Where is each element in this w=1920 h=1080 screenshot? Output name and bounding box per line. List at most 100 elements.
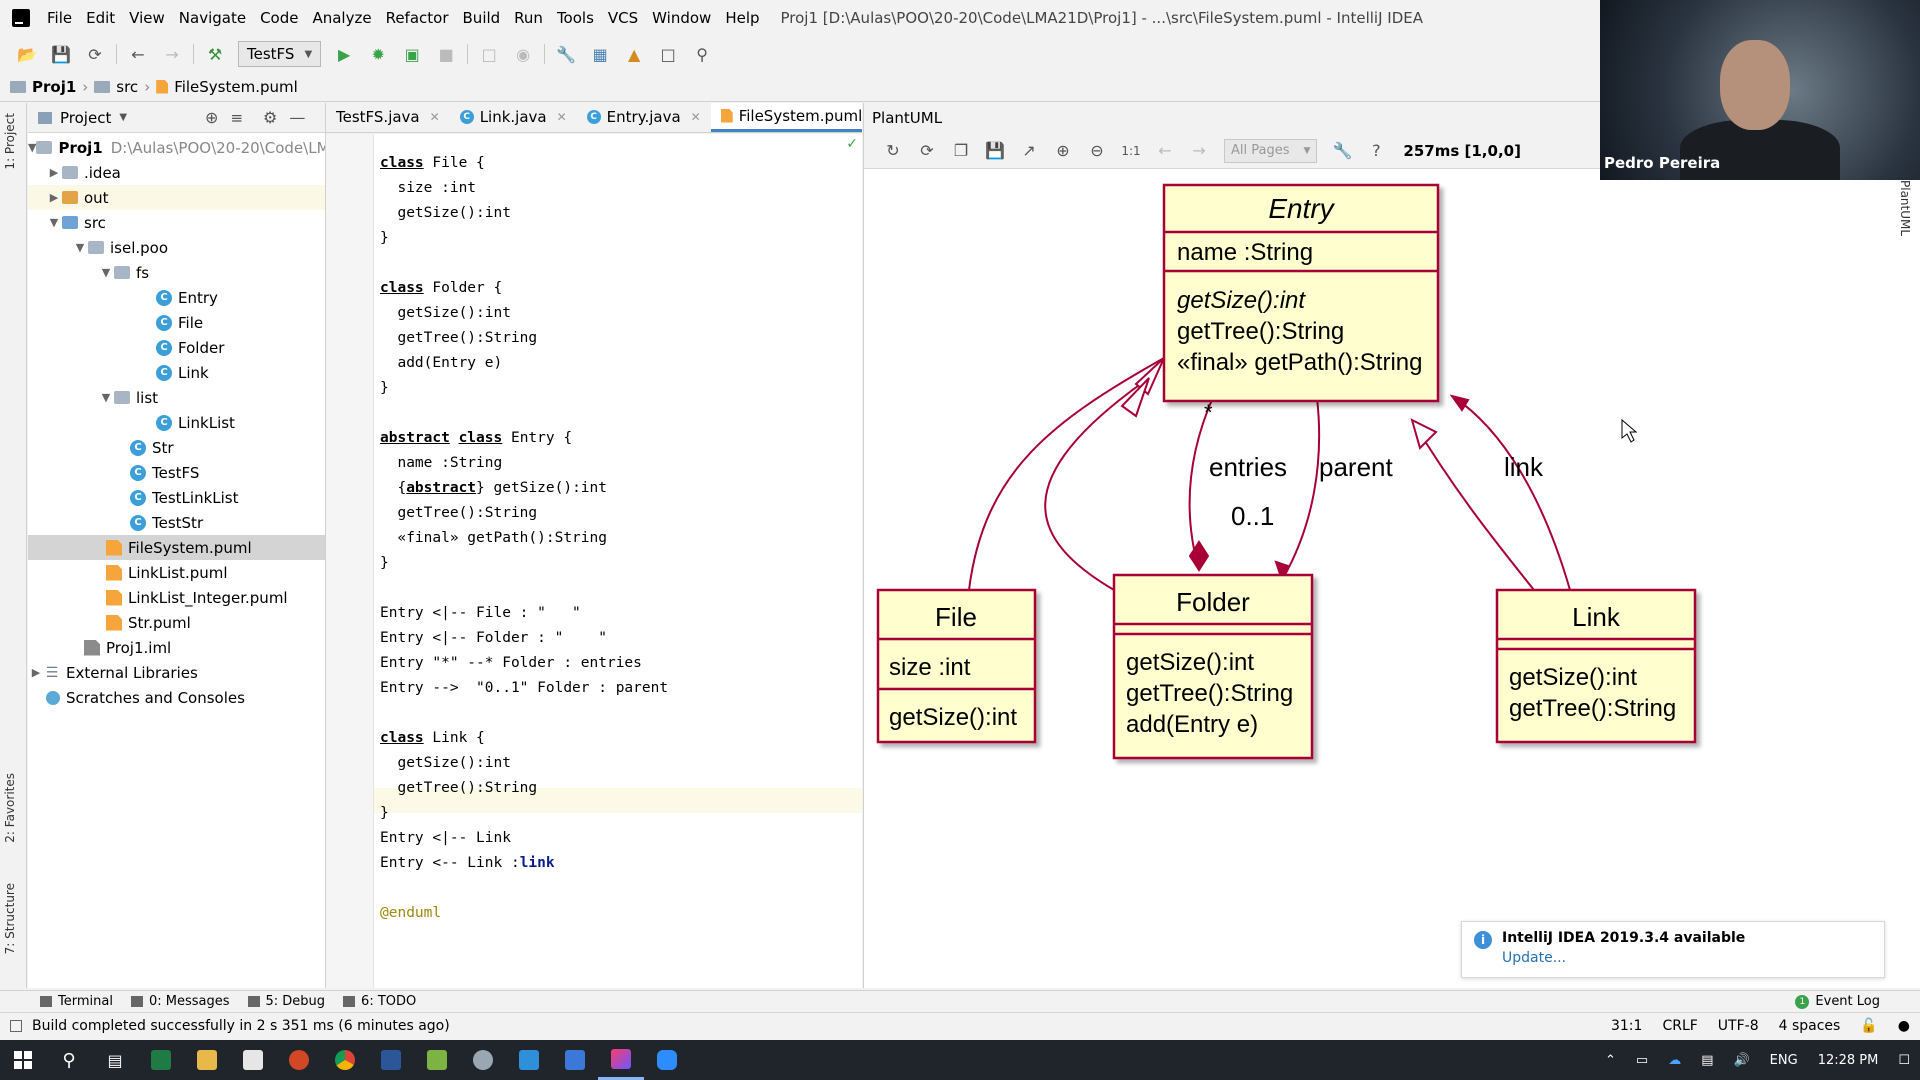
chevron-down-icon[interactable]: ▼ [49,216,59,229]
external-export-icon[interactable]: ↗ [1022,141,1036,160]
tool-debug[interactable]: 5: Debug [247,994,325,1009]
zoom-out-icon[interactable]: ⊖ [1090,141,1104,160]
open-folder-icon[interactable]: 📂 [17,44,37,64]
prev-page-icon[interactable]: ← [1158,141,1172,160]
tree-item-linklist[interactable]: C LinkList [28,410,325,435]
excel-app-icon[interactable] [138,1040,184,1080]
profiler-icon[interactable]: ◉ [516,44,531,64]
help-question-icon[interactable]: ? [1372,141,1381,160]
wrench-settings-icon[interactable]: 🔧 [556,44,577,64]
tab-filesystem-puml[interactable]: FileSystem.puml ✕ [710,103,862,132]
indent-setting[interactable]: 4 spaces [1778,1018,1841,1034]
tree-item-link[interactable]: C Link [28,360,325,385]
tree-item-str-puml[interactable]: Str.puml [28,610,325,635]
volume-icon[interactable]: 🔊 [1733,1052,1750,1068]
copy-icon[interactable]: ❐ [953,141,969,160]
chevron-down-icon[interactable]: ▼ [101,391,111,404]
menu-edit[interactable]: Edit [86,9,116,27]
breadcrumb-file[interactable]: FileSystem.puml [156,78,298,96]
chevron-down-icon[interactable]: ▼ [119,112,128,123]
tree-item-idea[interactable]: ▶ .idea [28,160,325,185]
tree-item-fs[interactable]: ▼ fs [28,260,325,285]
run-configuration-select[interactable]: TestFS ▼ [238,41,322,67]
word-app-icon[interactable] [368,1040,414,1080]
tree-item-folder[interactable]: C Folder [28,335,325,360]
mail-app-icon[interactable] [506,1040,552,1080]
search-icon[interactable]: ⚲ [62,1049,76,1071]
tree-item-linklist-integer-puml[interactable]: LinkList_Integer.puml [28,585,325,610]
zoom-app-icon[interactable] [644,1040,690,1080]
tree-item-testfs[interactable]: C TestFS [28,460,325,485]
chevron-down-icon[interactable]: ▼ [28,141,37,154]
battery-icon[interactable]: ▭ [1635,1052,1649,1068]
menu-file[interactable]: File [47,9,73,27]
tree-item-teststr[interactable]: C TestStr [28,510,325,535]
tree-item-file[interactable]: C File [28,310,325,335]
inspector-icon[interactable]: ● [1897,1018,1910,1034]
menu-navigate[interactable]: Navigate [178,9,247,27]
file-encoding[interactable]: UTF-8 [1717,1018,1759,1034]
forward-arrow-icon[interactable]: → [165,44,179,64]
plantuml-tool-tab[interactable]: PlantUML [1898,180,1912,237]
menu-tools[interactable]: Tools [556,9,594,27]
menu-vcs[interactable]: VCS [607,9,639,27]
menu-view[interactable]: View [129,9,165,27]
cursor-position[interactable]: 31:1 [1610,1018,1643,1034]
windows-start-icon[interactable] [0,1040,46,1080]
intellij-app-icon[interactable] [598,1040,644,1080]
store-app-icon[interactable] [230,1040,276,1080]
menu-code[interactable]: Code [260,9,299,27]
network-icon[interactable]: ▤ [1701,1052,1714,1068]
close-icon[interactable]: ✕ [690,110,701,124]
notifications-icon[interactable]: ☐ [1898,1052,1910,1068]
tree-item-str[interactable]: C Str [28,435,325,460]
tool-terminal[interactable]: Terminal [40,994,113,1009]
clock-time[interactable]: 12:28 PM [1817,1052,1879,1068]
terminal-window-icon[interactable]: □ [660,44,676,64]
chevron-right-icon[interactable]: ▶ [49,191,59,204]
tool-todo[interactable]: 6: TODO [343,994,416,1009]
tree-item-linklist-puml[interactable]: LinkList.puml [28,560,325,585]
search-icon[interactable]: ⚲ [696,44,708,64]
favorites-tool-tab[interactable]: 2: Favorites [3,773,17,843]
calendar-app-icon[interactable] [552,1040,598,1080]
line-separator[interactable]: CRLF [1662,1018,1698,1034]
refresh-icon[interactable]: ↻ [886,141,900,160]
stop-icon[interactable]: ■ [438,44,454,64]
save-all-icon[interactable]: 💾 [51,44,71,64]
task-view-icon[interactable]: ▤ [107,1050,123,1070]
tree-item-testlinklist[interactable]: C TestLinkList [28,485,325,510]
build-hammer-icon[interactable]: ⚒ [207,44,223,64]
chevron-up-icon[interactable]: ⌃ [1604,1052,1616,1068]
notepad-app-icon[interactable] [414,1040,460,1080]
save-icon[interactable]: 💾 [985,141,1005,160]
tab-link-java[interactable]: C Link.java ✕ [450,103,577,132]
tool-messages[interactable]: 0: Messages [130,994,230,1009]
menu-refactor[interactable]: Refactor [385,9,449,27]
wrench-settings-icon[interactable]: 🔧 [1332,141,1353,160]
tree-item-entry[interactable]: C Entry [28,285,325,310]
next-page-icon[interactable]: → [1192,141,1206,160]
tree-item-scratches[interactable]: Scratches and Consoles [28,685,325,710]
plugin-icon[interactable]: ▲ [627,44,641,64]
chrome-app-icon[interactable] [322,1040,368,1080]
tree-item-proj1-iml[interactable]: Proj1.iml [28,635,325,660]
onedrive-cloud-icon[interactable]: ☁ [1668,1052,1682,1068]
breadcrumb-project[interactable]: Proj1 [10,78,76,96]
tree-item-filesystem-puml[interactable]: FileSystem.puml [28,535,325,560]
tree-item-src[interactable]: ▼ src [28,210,325,235]
gear-icon[interactable]: ⚙ [263,108,278,127]
debug-bug-icon[interactable]: ✹ [371,44,385,64]
run-play-icon[interactable]: ▶ [337,44,351,64]
lock-icon[interactable]: 🔓 [1860,1018,1878,1034]
tab-entry-java[interactable]: C Entry.java ✕ [577,103,711,132]
code-editor[interactable]: ✓ class File { size :int getSize():int }… [326,134,862,988]
close-icon[interactable]: ✕ [556,110,567,124]
tree-item-isel-poo[interactable]: ▼ isel.poo [28,235,325,260]
structure-tool-tab[interactable]: 7: Structure [3,883,17,955]
chevron-right-icon[interactable]: ▶ [31,666,41,679]
tool-event-log[interactable]: 1 Event Log [1795,994,1880,1009]
actual-size-icon[interactable]: 1:1 [1121,143,1141,158]
zoom-in-icon[interactable]: ⊕ [1056,141,1070,160]
attach-icon[interactable]: □ [481,44,497,64]
